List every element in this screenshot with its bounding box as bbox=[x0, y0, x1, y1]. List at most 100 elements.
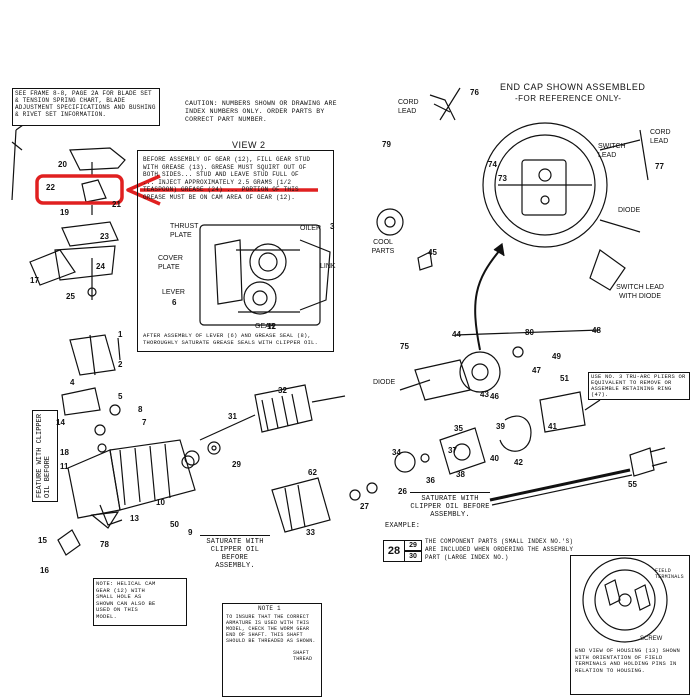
index-74: 74 bbox=[488, 160, 497, 169]
plug bbox=[629, 447, 655, 477]
index-45: 45 bbox=[428, 248, 437, 257]
cord-lead-right-label: CORD LEAD bbox=[650, 129, 671, 145]
lever-label: LEVER bbox=[162, 289, 185, 296]
index-15: 15 bbox=[38, 536, 47, 545]
housing-end-note-box bbox=[570, 555, 690, 695]
switch-lead-label: SWITCH LEAD bbox=[598, 143, 626, 159]
pliers-note-box: USE NO. 3 TRU-ARC PLIERS OR EQUIVALENT T… bbox=[588, 372, 690, 400]
frame-side-note-box: FEATURE WITH CLIPPER OIL BEFORE bbox=[32, 410, 58, 502]
index-33: 33 bbox=[306, 528, 315, 537]
oiler-label: OILER bbox=[300, 225, 322, 232]
index-24: 24 bbox=[96, 262, 105, 271]
index-25: 25 bbox=[66, 292, 75, 301]
assembly-arrow bbox=[474, 249, 501, 351]
cord-lead-label: CORD LEAD bbox=[398, 99, 419, 115]
saturate-left: SATURATE WITH CLIPPER OIL BEFORE ASSEMBL… bbox=[200, 535, 270, 570]
index-42: 42 bbox=[514, 458, 523, 467]
example-label: EXAMPLE: bbox=[385, 522, 421, 530]
caution-note: CAUTION: NUMBERS SHOWN OR DRAWING ARE IN… bbox=[185, 100, 341, 123]
example-box-28: 28 bbox=[383, 540, 405, 562]
index-40: 40 bbox=[490, 454, 499, 463]
helical-note: NOTE: HELICAL CAM GEAR (12) WITH SMALL H… bbox=[96, 580, 160, 620]
cord bbox=[489, 468, 631, 502]
index-6: 6 bbox=[172, 298, 177, 307]
highlight-arrowhead bbox=[126, 174, 161, 206]
index-39: 39 bbox=[496, 422, 505, 431]
index-16: 16 bbox=[40, 566, 49, 575]
index-8: 8 bbox=[138, 405, 143, 414]
index-79: 79 bbox=[382, 140, 391, 149]
index-1: 1 bbox=[118, 330, 123, 339]
index-77: 77 bbox=[655, 162, 664, 171]
end-cap-title: END CAP SHOWN ASSEMBLED bbox=[500, 82, 646, 92]
index-29: 29 bbox=[232, 460, 241, 469]
blade-upper bbox=[69, 147, 126, 171]
index-32: 32 bbox=[278, 386, 287, 395]
switch-lead-diode-label: SWITCH LEAD WITH DIODE bbox=[616, 284, 664, 300]
index-17: 17 bbox=[30, 276, 39, 285]
field-terminals-label: FIELD TERMINALS bbox=[655, 568, 684, 580]
index-78: 78 bbox=[100, 540, 109, 549]
index-9: 9 bbox=[188, 528, 193, 537]
screw-label: SCREW bbox=[640, 636, 663, 642]
index-46: 46 bbox=[490, 392, 499, 401]
diode-right-label: DIODE bbox=[618, 207, 641, 214]
index-48: 48 bbox=[592, 326, 601, 335]
index-20: 20 bbox=[58, 160, 67, 169]
index-3: 3 bbox=[330, 222, 335, 231]
index-26: 26 bbox=[398, 487, 407, 496]
example-text: THE COMPONENT PARTS (SMALL INDEX NO.'S) … bbox=[425, 538, 578, 561]
blade-set-note-text: SEE FRAME 8-8, PAGE 2A FOR BLADE SET & T… bbox=[15, 90, 160, 118]
highlight-marker bbox=[35, 174, 318, 206]
end-cap-ring bbox=[482, 122, 608, 248]
index-75: 75 bbox=[400, 342, 409, 351]
housing-end-note: END VIEW OF HOUSING (13) SHOWN WITH ORIE… bbox=[575, 647, 684, 674]
index-5: 5 bbox=[118, 392, 123, 401]
index-7: 7 bbox=[142, 418, 147, 427]
index-49: 49 bbox=[552, 352, 561, 361]
armature bbox=[254, 384, 313, 433]
index-19: 19 bbox=[60, 208, 69, 217]
view2-bottom-note: AFTER ASSEMBLY OF LEVER (6) AND GREASE S… bbox=[143, 332, 319, 346]
index-23: 23 bbox=[100, 232, 109, 241]
highlight-box bbox=[35, 174, 124, 205]
index-47: 47 bbox=[532, 366, 541, 375]
index-43: 43 bbox=[480, 390, 489, 399]
index-31: 31 bbox=[228, 412, 237, 421]
cool-parts-label: COOL PARTS bbox=[371, 239, 395, 255]
index-62: 62 bbox=[308, 468, 317, 477]
thrust-plate-label: THRUST PLATE bbox=[170, 223, 199, 239]
link-label: LINK bbox=[320, 263, 336, 270]
index-51: 51 bbox=[560, 374, 569, 383]
pliers-note: USE NO. 3 TRU-ARC PLIERS OR EQUIVALENT T… bbox=[591, 373, 690, 398]
saturate-right: SATURATE WITH CLIPPER OIL BEFORE ASSEMBL… bbox=[410, 492, 490, 519]
index-27: 27 bbox=[360, 502, 369, 511]
index-34: 34 bbox=[392, 448, 401, 457]
frame-side-note: FEATURE WITH CLIPPER OIL BEFORE bbox=[36, 413, 52, 498]
note1-text: TO INSURE THAT THE CORRECT ARMATURE IS U… bbox=[226, 614, 316, 644]
blade-set-note-box: SEE FRAME 8-8, PAGE 2A FOR BLADE SET & T… bbox=[12, 88, 160, 126]
view2-note: BEFORE ASSEMBLY OF GEAR (12), FILL GEAR … bbox=[143, 156, 315, 201]
index-38: 38 bbox=[456, 470, 465, 479]
index-12: 12 bbox=[267, 322, 276, 331]
note1-box: NOTE 1 TO INSURE THAT THE CORRECT ARMATU… bbox=[222, 603, 322, 697]
index-55: 55 bbox=[628, 480, 637, 489]
index-21: 21 bbox=[112, 200, 121, 209]
example-box-29: 29 bbox=[404, 540, 422, 551]
index-35: 35 bbox=[454, 424, 463, 433]
index-10: 10 bbox=[156, 498, 165, 507]
index-76: 76 bbox=[470, 88, 479, 97]
index-4: 4 bbox=[70, 378, 75, 387]
index-18: 18 bbox=[60, 448, 69, 457]
note1-title: NOTE 1 bbox=[258, 605, 281, 612]
housing-end-view bbox=[582, 557, 668, 643]
view2-box bbox=[137, 150, 334, 352]
index-36: 36 bbox=[426, 476, 435, 485]
index-13: 13 bbox=[130, 514, 139, 523]
cover-plate-label: COVER PLATE bbox=[158, 255, 183, 271]
example-box-30: 30 bbox=[404, 551, 422, 562]
diode-left-label: DIODE bbox=[373, 379, 396, 386]
index-80: 80 bbox=[525, 328, 534, 337]
